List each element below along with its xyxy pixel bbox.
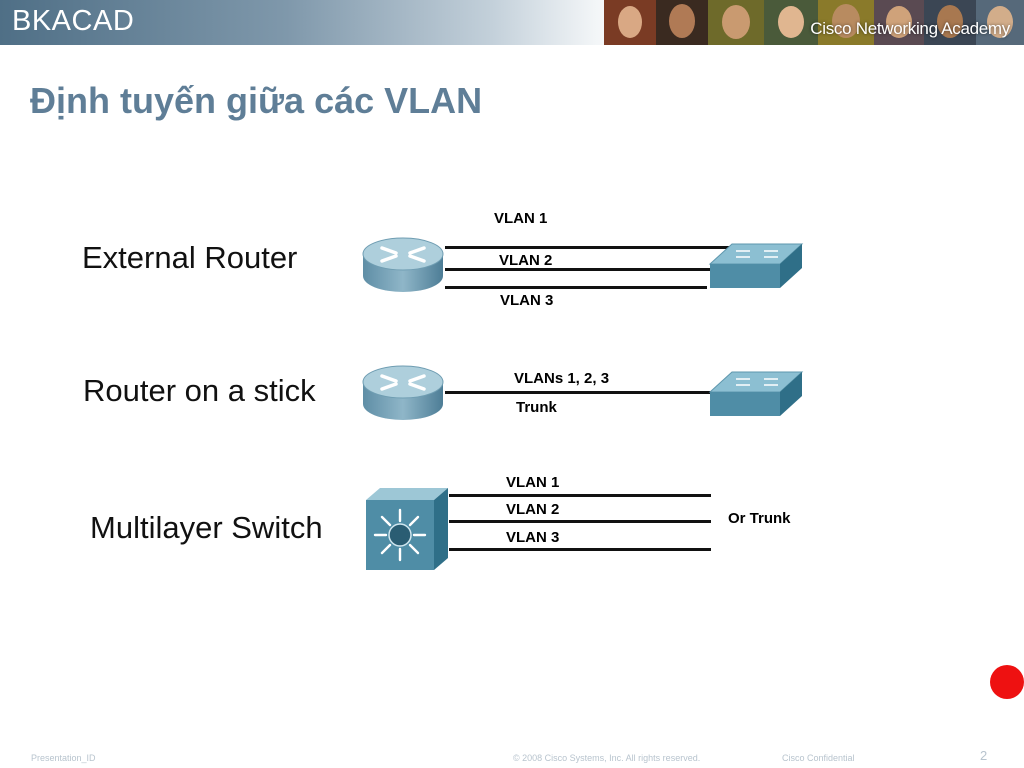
photo-tile — [976, 0, 1024, 45]
photo-tile — [708, 0, 764, 45]
external-router-label: External Router — [82, 240, 298, 275]
trunk-link — [445, 391, 717, 394]
slide-title: Định tuyến giữa các VLAN — [30, 80, 483, 121]
multilayer-switch-icon — [366, 488, 448, 570]
vlan2-link — [449, 520, 711, 523]
brand-label: BKACAD — [12, 5, 135, 37]
multilayer-switch-label: Multilayer Switch — [90, 510, 323, 545]
slide-header: BKACAD Cisco Networking Academy — [0, 0, 1024, 45]
vlan3-label: VLAN 3 — [506, 529, 560, 546]
vlans-trunk-label: VLANs 1, 2, 3 — [514, 370, 610, 387]
red-dot-marker — [990, 665, 1024, 699]
router-icon — [362, 237, 444, 292]
router-icon — [362, 365, 444, 420]
vlan1-link — [445, 246, 735, 249]
router-on-stick-label: Router on a stick — [83, 373, 316, 408]
vlan2-label: VLAN 2 — [499, 252, 553, 269]
switch-icon — [708, 371, 804, 416]
presentation-id: Presentation_ID — [31, 753, 96, 763]
vlan3-label: VLAN 3 — [500, 292, 554, 309]
header-photo-strip: Cisco Networking Academy — [604, 0, 1024, 45]
vlan3-link — [445, 286, 707, 289]
academy-logo-text: Cisco Networking Academy — [810, 19, 1010, 38]
photo-tile — [924, 0, 976, 45]
vlan1-label: VLAN 1 — [494, 210, 548, 227]
vlan1-label: VLAN 1 — [506, 474, 560, 491]
vlan2-label: VLAN 2 — [506, 501, 560, 518]
vlan2-link — [445, 268, 715, 271]
photo-tile — [818, 0, 874, 45]
confidential-text: Cisco Confidential — [782, 753, 855, 763]
vlan3-link — [449, 548, 711, 551]
photo-tile — [874, 0, 924, 45]
switch-icon — [708, 243, 804, 288]
photo-tile — [604, 0, 656, 45]
or-trunk-label: Or Trunk — [728, 510, 791, 527]
trunk-label: Trunk — [516, 399, 557, 416]
photo-tile — [764, 0, 818, 45]
copyright-text: © 2008 Cisco Systems, Inc. All rights re… — [513, 753, 701, 763]
page-number: 2 — [980, 748, 988, 763]
vlan1-link — [449, 494, 711, 497]
photo-tile — [656, 0, 708, 45]
